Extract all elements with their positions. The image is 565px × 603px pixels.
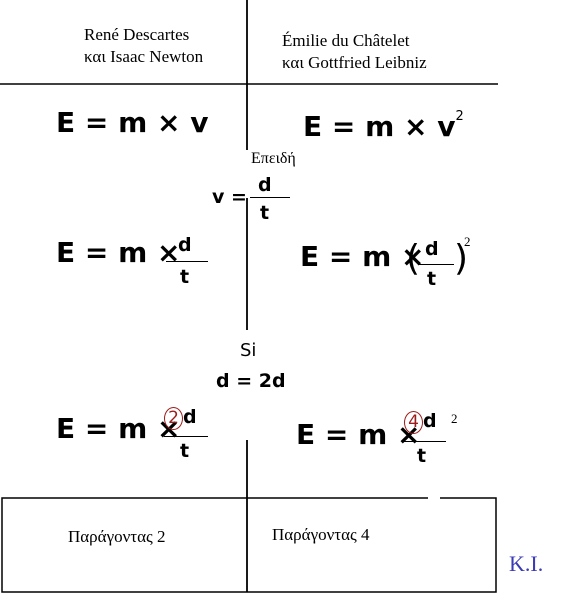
formula-row3-right: E = m × <box>296 418 421 451</box>
box-gap-2 <box>428 540 440 556</box>
v-fraction-bar <box>250 197 290 198</box>
row2-right-exponent: 2 <box>464 234 471 249</box>
formula-row3-left: E = m × <box>56 412 181 445</box>
header-left-line2: και Isaac Newton <box>84 47 204 66</box>
row3-left-fraction-bar <box>164 436 208 437</box>
formula-row1-left: E = m × v <box>56 106 209 139</box>
row3-left-denominator: t <box>180 440 190 462</box>
v-equals: v = <box>212 186 247 208</box>
header-right-line2: και Gottfried Leibniz <box>282 53 427 72</box>
box-gap <box>428 490 440 510</box>
factor-boxes-frame <box>1 497 497 593</box>
formula-row2-left: E = m × <box>56 236 181 269</box>
signature-initials: K.I. <box>509 551 544 576</box>
formula-row2-right: E = m × <box>300 240 425 273</box>
row3-right-fraction-bar <box>402 441 446 442</box>
header-left: René Descartes και Isaac Newton <box>84 24 203 68</box>
header-left-line1: René Descartes <box>84 25 190 44</box>
row2-left-denominator: t <box>180 266 190 288</box>
row2-right-numerator: d <box>425 238 439 260</box>
header-right-line1: Émilie du Châtelet <box>282 31 410 50</box>
v-numerator: d <box>258 174 272 196</box>
v-denominator: t <box>260 202 270 224</box>
formula-row1-right-base: E = m × v <box>303 110 456 143</box>
row2-right-fraction-bar <box>418 264 454 265</box>
row3-right-circled-factor: 4 <box>404 411 423 434</box>
d-equals-2d: d = 2d <box>216 370 286 392</box>
row2-left-fraction-bar <box>166 261 208 262</box>
row2-right-denominator: t <box>427 268 437 290</box>
row2-right-close-paren: ) <box>454 238 469 279</box>
row3-left-d: d <box>183 406 197 428</box>
row2-left-numerator: d <box>178 234 192 256</box>
row3-right-d: d <box>423 410 437 432</box>
factor-box-right: Παράγοντας 4 <box>272 525 370 544</box>
formula-row1-right: E = m × v2 <box>303 108 464 143</box>
formula-row1-right-exponent: 2 <box>455 108 464 124</box>
factor-box-left: Παράγοντας 2 <box>68 527 166 546</box>
if-label: Si <box>240 340 257 361</box>
header-right: Émilie du Châtelet και Gottfried Leibniz <box>282 30 427 74</box>
row3-left-circled-factor: 2 <box>164 407 183 430</box>
row3-right-denominator: t <box>417 445 427 467</box>
row3-right-exponent: 2 <box>451 411 458 426</box>
because-label: Επειδή <box>251 150 296 167</box>
row2-right-open-paren: ( <box>406 238 421 279</box>
